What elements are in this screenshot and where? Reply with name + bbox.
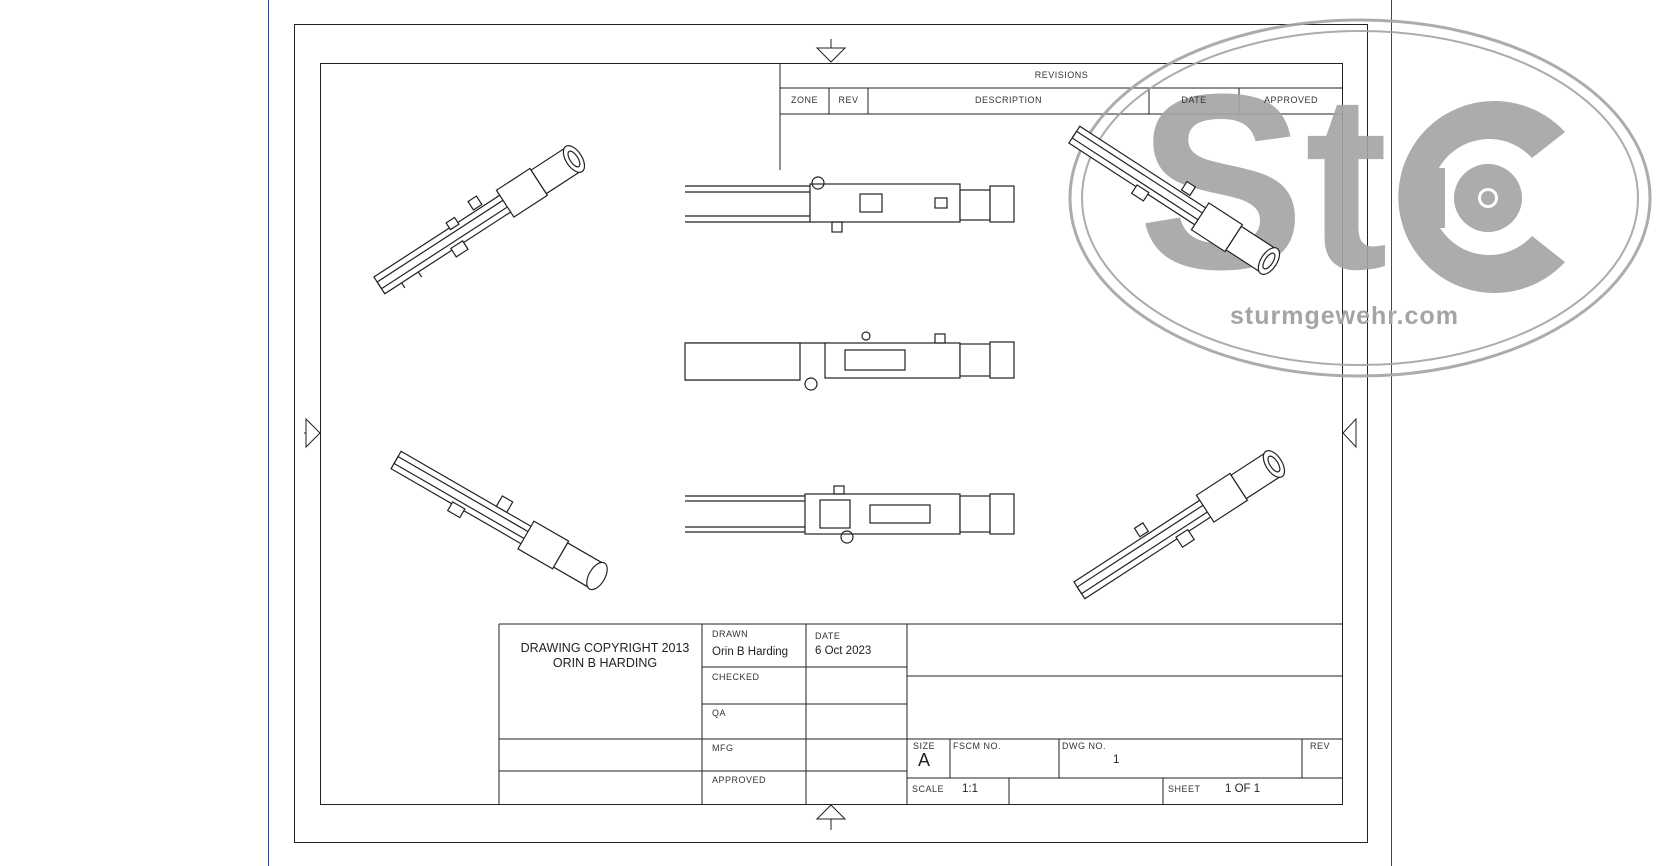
date-value: 6 Oct 2023: [815, 645, 872, 657]
copyright-line-2: ORIN B HARDING: [552, 656, 658, 670]
watermark-url: sturmgewehr.com: [1230, 302, 1459, 330]
copyright-line-1: DRAWING COPYRIGHT 2013: [520, 641, 690, 655]
scale-value: 1:1: [962, 783, 978, 795]
centering-mark-right: [1342, 417, 1357, 449]
fscm-label: FSCM NO.: [953, 741, 1001, 751]
revisions-header-zone: ZONE: [790, 95, 818, 105]
page-edge-right: [1391, 0, 1392, 866]
revisions-header-approved: APPROVED: [1263, 95, 1318, 105]
dwg-no-label: DWG NO.: [1062, 741, 1106, 751]
sheet-label: SHEET: [1168, 784, 1201, 794]
part-view-isometric-top-left: [373, 145, 586, 295]
part-view-top: [685, 176, 1015, 233]
part-view-isometric-bottom-left: [390, 450, 608, 591]
centering-mark-left: [304, 417, 321, 449]
title-block-lines: [498, 623, 1343, 805]
copyright-notice: DRAWING COPYRIGHT 2013 ORIN B HARDING: [500, 641, 710, 671]
qa-label: QA: [712, 708, 727, 718]
part-view-isometric-top-right: [1068, 125, 1281, 275]
drawing-outer-border: [294, 24, 1368, 843]
part-view-bottom: [685, 485, 1015, 544]
revisions-header-description: DESCRIPTION: [974, 95, 1042, 105]
scale-label: SCALE: [912, 784, 945, 794]
part-view-isometric-bottom-right: [1073, 450, 1286, 600]
revisions-table-lines: [779, 63, 1343, 170]
sheet-value: 1 OF 1: [1225, 783, 1261, 795]
drawn-label: DRAWN: [712, 629, 749, 639]
checked-label: CHECKED: [712, 672, 760, 682]
watermark-logo-letters: St: [1138, 42, 1388, 321]
revisions-title: REVISIONS: [1034, 70, 1089, 80]
date-label: DATE: [815, 631, 841, 641]
revisions-header-date: DATE: [1181, 95, 1207, 105]
drawn-value: Orin B Harding: [712, 646, 789, 658]
size-value: A: [918, 750, 931, 770]
watermark-gear-icon: [1398, 101, 1565, 294]
drawing-inner-border: [320, 63, 1343, 805]
size-label: SIZE: [913, 741, 936, 751]
approved-label: APPROVED: [712, 775, 767, 785]
page-edge-left: [268, 0, 269, 866]
mfg-label: MFG: [712, 743, 734, 753]
dwg-no-value: 1: [1113, 754, 1120, 766]
part-view-side: [684, 331, 1015, 391]
revisions-header-rev: REV: [838, 95, 859, 105]
rev-label: REV: [1310, 741, 1331, 751]
centering-mark-bottom: [815, 804, 847, 830]
centering-mark-top: [815, 39, 847, 63]
